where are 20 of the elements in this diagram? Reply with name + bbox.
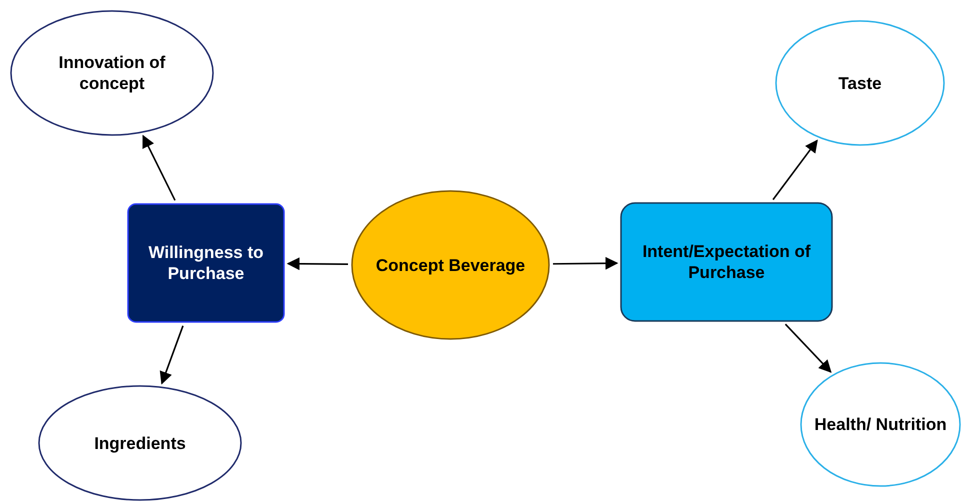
arrow [160,326,184,385]
process-box [127,203,285,323]
arrow [784,324,832,373]
arrow [142,134,176,201]
node-label: Innovation of concept [58,52,166,94]
attribute-ellipse [38,385,242,501]
node-label: Ingredients [93,432,187,454]
concept-ellipse [351,190,550,340]
node-label: Taste [837,72,883,94]
arrow [552,256,618,270]
attribute-ellipse [800,362,961,487]
process-box [620,202,833,322]
node-label: Willingness to Purchase [147,242,265,284]
node-label: Intent/Expectation of Purchase [641,241,812,283]
node-label: Health/ Nutrition [813,414,948,435]
arrow [772,140,818,200]
attribute-ellipse [775,20,945,146]
concept-ellipse [10,10,214,136]
node-label: Concept Beverage [374,254,526,276]
arrow [286,257,348,270]
